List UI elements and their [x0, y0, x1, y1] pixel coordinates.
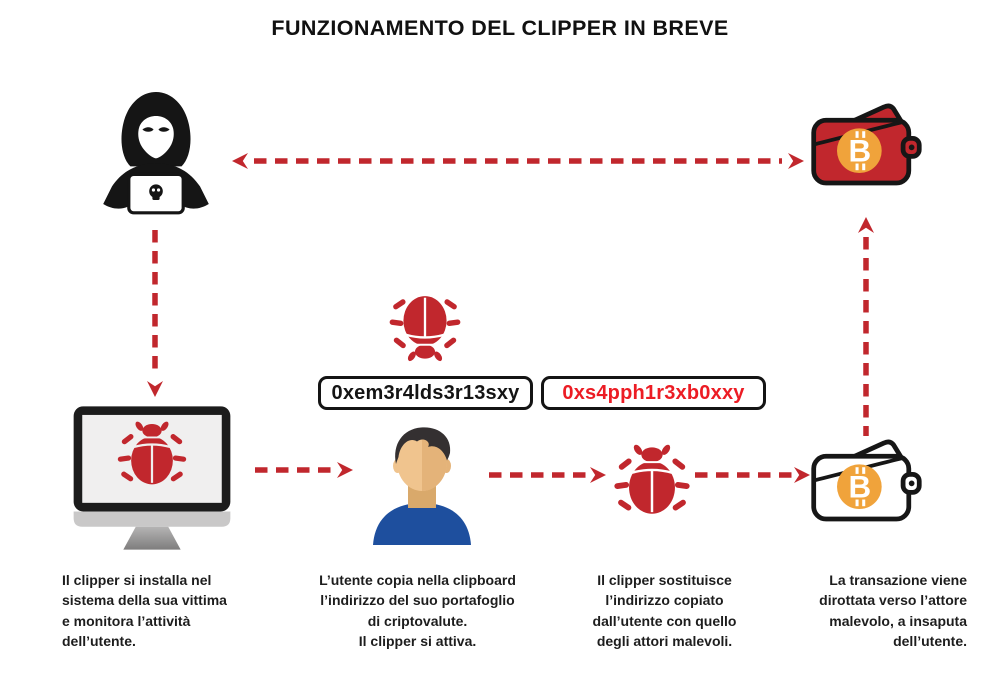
red-bitcoin-wallet-icon: B — [808, 94, 924, 196]
monitor-bug-icon — [66, 402, 238, 554]
caption-step4: La transazione viene dirottata verso l’a… — [819, 572, 967, 649]
user-avatar-icon — [362, 422, 482, 546]
arrow-bug-wallet — [692, 463, 812, 487]
caption-step3: Il clipper sostituisce l’indirizzo copia… — [592, 572, 737, 649]
clipper-bug-icon — [386, 290, 464, 364]
user-address-box: 0xem3r4lds3r13sxy — [318, 376, 533, 410]
svg-text:B: B — [848, 134, 871, 169]
arrow-hacker-wallet — [230, 149, 806, 173]
bitcoin-wallet-icon: B — [808, 430, 924, 532]
caption-step2: L’utente copia nella clipboard l’indiriz… — [319, 572, 516, 649]
svg-text:B: B — [848, 470, 871, 505]
hacker-laptop-icon — [88, 84, 224, 216]
caption-step1: Il clipper si installa nel sistema della… — [62, 572, 227, 649]
arrow-computer-user — [251, 458, 355, 482]
arrow-wallet-attacker — [852, 215, 880, 439]
arrow-user-bug — [486, 463, 608, 487]
clipper-bug-icon — [611, 441, 693, 521]
page-title: FUNZIONAMENTO DEL CLIPPER IN BREVE — [271, 16, 729, 40]
arrow-hacker-computer — [141, 227, 169, 399]
attacker-address-box: 0xs4pph1r3xb0xxy — [541, 376, 766, 410]
